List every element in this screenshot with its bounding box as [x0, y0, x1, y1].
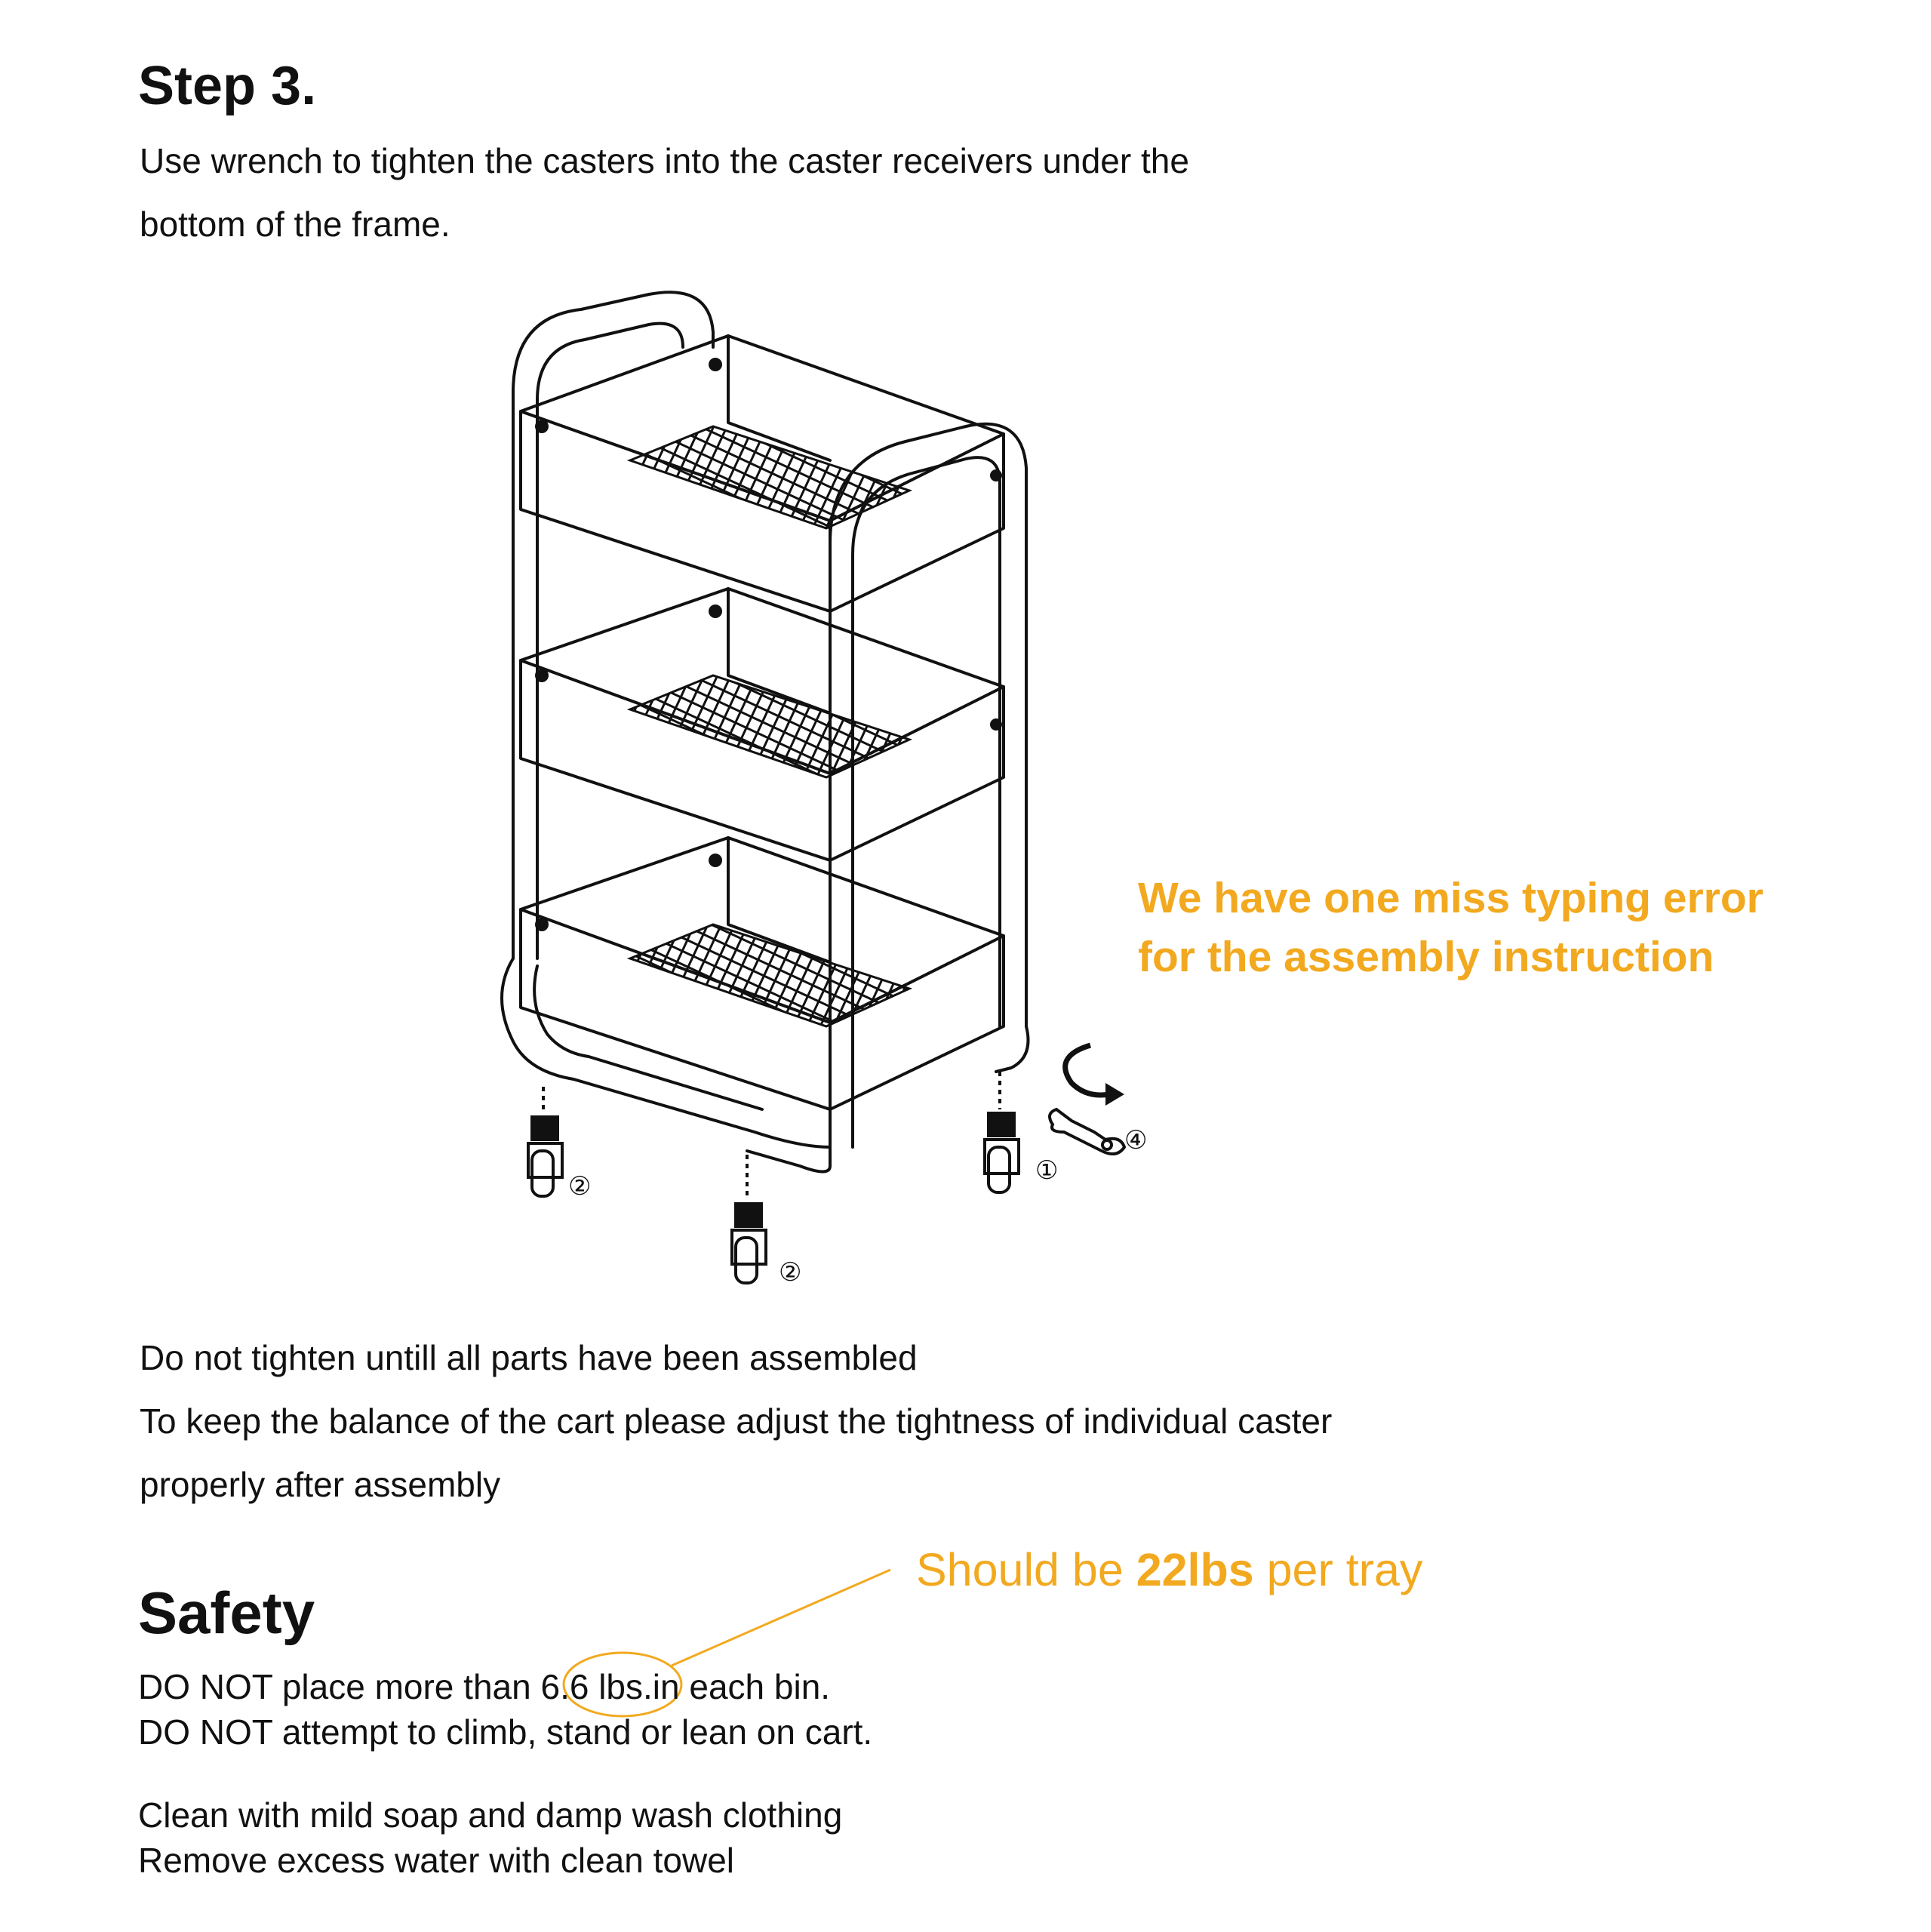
safety-line-1-prefix: DO NOT place more than [138, 1667, 541, 1706]
safety-weight-value: 6.6 lbs. [540, 1667, 653, 1706]
safety-line-1: DO NOT place more than 6.6 lbs.in each b… [138, 1669, 830, 1704]
instruction-line-3: properly after assembly [140, 1465, 501, 1504]
callout-1: ① [1035, 1155, 1058, 1186]
instruction-line-2: To keep the balance of the cart please a… [140, 1401, 1333, 1441]
caster-icon [527, 1072, 1020, 1284]
safety-line-2: DO NOT attempt to climb, stand or lean o… [138, 1712, 873, 1752]
wrench-icon [1048, 1107, 1127, 1155]
step-title: Step 3. [138, 56, 317, 116]
safety-line-1-suffix: in each bin. [652, 1667, 831, 1706]
step-description-line-2: bottom of the frame. [140, 205, 450, 244]
callout-2-front: ② [779, 1257, 801, 1287]
correction-prefix: Should be [916, 1544, 1136, 1595]
rotate-arrow-icon [1062, 1042, 1124, 1106]
correction-value: 22lbs [1136, 1544, 1254, 1595]
error-highlight-circle [562, 1651, 683, 1718]
callout-4: ④ [1124, 1125, 1147, 1155]
weight-correction-note: Should be 22lbs per tray [916, 1547, 1422, 1593]
error-note-line-1: We have one miss typing error [1138, 874, 1763, 922]
callout-2-left: ② [568, 1171, 591, 1201]
correction-suffix: per tray [1253, 1544, 1423, 1595]
screw-markers [535, 358, 1002, 931]
step-description-line-1: Use wrench to tighten the casters into t… [140, 141, 1189, 180]
mesh-floor-middle [626, 674, 913, 779]
mesh-floor-top [626, 425, 913, 530]
error-note-line-2: for the assembly instruction [1138, 933, 1714, 981]
care-line-1: Clean with mild soap and damp wash cloth… [138, 1795, 843, 1835]
mesh-floor-bottom [626, 923, 913, 1028]
care-line-2: Remove excess water with clean towel [138, 1841, 734, 1880]
safety-title: Safety [138, 1580, 315, 1646]
instruction-line-1: Do not tighten untill all parts have bee… [140, 1338, 918, 1377]
correction-leader-line [671, 1568, 891, 1667]
